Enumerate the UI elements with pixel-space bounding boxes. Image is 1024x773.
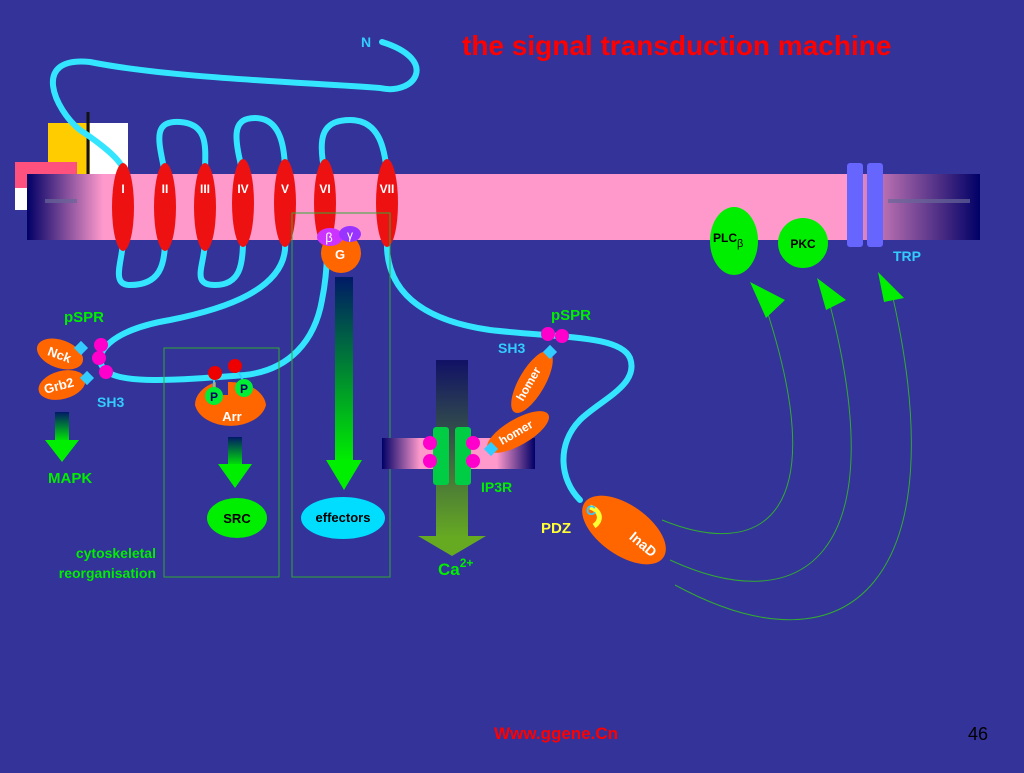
helix-vi [314,159,336,247]
calcium-charge: 2+ [460,556,474,570]
helix-label-vi: VI [319,182,330,196]
trp-label: TRP [893,248,921,264]
arrestin-box [163,347,280,578]
trp-link-arrowhead [878,272,904,302]
mapk-arrow [45,412,79,462]
src-arrow [218,437,252,488]
ip3r-channel [423,427,480,485]
ip3r-label: IP3R [481,479,512,495]
g-alpha-label: G [335,247,345,262]
src-label: SRC [223,511,251,526]
grb2-protein [38,370,86,400]
nck-grb2-complex: Nck Grb2 [36,338,113,400]
src-node [207,498,267,538]
plc-node [710,207,758,275]
nck-protein [36,338,84,370]
pkc-node [778,218,828,268]
helix-iii [194,163,216,251]
pdz-label: PDZ [541,520,571,537]
plc-beta: β [737,238,743,250]
helix-label-vii: VII [380,182,395,196]
pspr-right-label: pSPR [551,307,591,324]
page-number: 46 [968,724,989,744]
cytoskeletal-label-1: cytoskeletal [76,545,156,561]
inad-complex: InaD [582,495,666,565]
n-terminus-label: N [361,34,371,50]
helix-v [274,159,296,247]
receptor-helices: I II III IV V VI VII [112,159,398,251]
helix-ii [154,163,176,251]
helix-iv [232,159,254,247]
receptor-chain [49,39,635,503]
footer-url[interactable]: Www.ggene.Cn [494,724,619,743]
arrestin-label: Arr [222,409,242,424]
effectors-label: effectors [316,510,371,525]
helix-label-i: I [121,182,124,196]
calcium-label: Ca2+ [438,556,473,579]
trp-channel [847,163,883,247]
sh3-left-label: SH3 [97,394,124,410]
helix-label-v: V [281,182,289,196]
pspr-left-label: pSPR [64,309,104,326]
helix-vii [376,159,398,247]
inad-links [661,284,912,621]
effectors-node [301,497,385,539]
helix-label-iv: IV [237,182,248,196]
phospho-p-right: P [240,382,248,396]
g-beta-label: β [325,230,332,245]
effector-arrow [326,277,362,490]
calcium-text: Ca [438,560,460,579]
inad-protein [582,495,666,565]
pkc-label: PKC [790,237,816,251]
homer-upper-protein [511,351,553,413]
helix-i [112,163,134,251]
effector-box [291,212,391,578]
pkc-link-arrowhead [817,278,846,310]
helix-label-iii: III [200,182,210,196]
sh3-right-label: SH3 [498,340,525,356]
phospho-p-left: P [210,390,218,404]
helix-label-ii: II [162,182,169,196]
homer-lower-protein [487,411,549,453]
slide-title: the signal transduction machine [462,30,892,61]
plc-label: PLCβ [713,231,743,250]
cytoskeletal-label-2: reorganisation [59,565,156,581]
g-protein: β γ G [317,226,361,273]
plc-text: PLC [713,231,737,245]
arrestin-complex: P P Arr [194,359,266,426]
plc-link-arrowhead [750,282,785,318]
mapk-label: MAPK [48,470,92,487]
g-gamma-label: γ [347,228,353,242]
c-terminus-label: C [586,502,596,518]
